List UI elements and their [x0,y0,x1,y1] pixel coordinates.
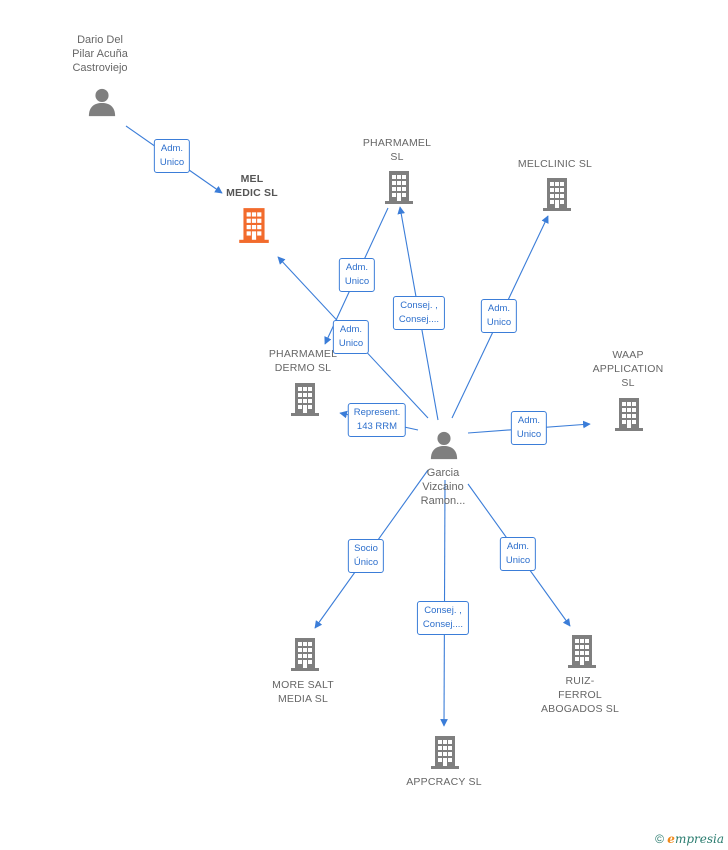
building-icon-pharmamel-dermo[interactable] [291,383,319,416]
edge-label-pharmamel-dermo[interactable]: Adm. Unico [338,258,376,292]
edge-label-line: Unico [344,276,370,287]
edge-label-garcia-dermo[interactable]: Represent. 143 RRM [347,403,407,437]
edge-label-line: Adm. [506,541,530,552]
node-label-waap[interactable]: WAAP APPLICATION SL [593,348,664,390]
node-label-ruiz[interactable]: RUIZ- FERROL ABOGADOS SL [541,674,619,716]
label-line: PHARMAMEL [268,348,338,360]
person-icon-garcia[interactable] [430,431,458,460]
label-line: Vizcaino [422,481,464,493]
node-label-mel-medic[interactable]: MEL MEDIC SL [226,172,278,200]
building-icon-ruiz[interactable] [568,635,596,668]
edge-label-dario-mel-medic[interactable]: Adm. Unico [153,139,191,173]
label-line: SL [390,151,404,163]
building-icon-more-salt[interactable] [291,638,319,671]
node-label-garcia[interactable]: Garcia Vizcaino Ramon... [421,466,466,508]
label-line: Dario Del [77,34,123,46]
label-line: Ramon... [420,495,466,507]
node-label-pharmamel-dermo[interactable]: PHARMAMEL DERMO SL [269,347,337,375]
brand-logo-initial: e [667,832,675,846]
edge-label-line: Socio [354,543,378,554]
edge-label-line: Adm. [487,303,511,314]
building-icon-mel-medic[interactable] [239,208,269,243]
edge-label-line: Consej. , [424,605,462,616]
edge-label-line: Represent. [353,407,401,418]
label-line: ABOGADOS SL [540,703,620,715]
edge-label-line: 143 RRM [356,421,398,432]
brand-logo: empresia [667,832,724,846]
edge-label-garcia-waap[interactable]: Adm. Unico [510,411,548,445]
label-line: MELCLINIC SL [517,158,593,170]
edge-label-garcia-mel-medic[interactable]: Adm. Unico [332,320,370,354]
edge-label-line: Adm. [160,143,184,154]
edge-label-line: Único [353,557,379,568]
edge-label-line: Consej.... [422,619,464,630]
edge-label-line: Consej. , [400,300,438,311]
label-line: FERROL [558,689,602,701]
edge-label-line: Unico [486,317,512,328]
brand-logo-rest: mpresia [674,832,724,846]
label-line: APPCRACY SL [406,776,482,788]
label-line: SL [621,377,635,389]
node-label-melclinic[interactable]: MELCLINIC SL [518,157,592,171]
edge-label-line: Adm. [339,324,363,335]
node-label-pharmamel[interactable]: PHARMAMEL SL [363,136,431,164]
edge-label-garcia-more-salt[interactable]: Socio Único [347,539,385,573]
edge-label-line: Consej.... [398,314,440,325]
edge-label-line: Unico [338,338,364,349]
label-line: MEL [240,173,264,185]
label-line: Garcia [426,467,460,479]
edge-label-line: Unico [505,555,531,566]
label-line: PHARMAMEL [362,137,432,149]
node-label-dario[interactable]: Dario Del Pilar Acuña Castroviejo [72,33,128,75]
label-line: Castroviejo [72,62,128,74]
label-line: DERMO SL [274,362,332,374]
label-line: MEDIC SL [226,187,278,199]
node-label-appcracy[interactable]: APPCRACY SL [406,775,482,789]
node-label-more-salt[interactable]: MORE SALT MEDIA SL [272,678,334,706]
label-line: Pilar Acuña [72,48,128,60]
building-icon-melclinic[interactable] [543,178,571,211]
label-line: MEDIA SL [277,693,329,705]
building-icon-pharmamel[interactable] [385,171,413,204]
label-line: APPLICATION [592,363,664,375]
building-icon-appcracy[interactable] [431,736,459,769]
building-icon-waap[interactable] [615,398,643,431]
edge-label-line: Adm. [517,415,541,426]
edge-label-line: Unico [159,157,185,168]
label-line: WAAP [612,349,644,361]
edge-label-garcia-ruiz[interactable]: Adm. Unico [499,537,537,571]
edge-label-garcia-pharmamel[interactable]: Consej. , Consej.... [392,296,446,330]
person-icon-dario[interactable] [88,88,116,117]
edge-label-garcia-melclinic[interactable]: Adm. Unico [480,299,518,333]
edge-label-line: Unico [516,429,542,440]
footer-brand: © empresia [655,832,724,846]
copyright-icon: © [655,832,664,846]
edge-label-line: Adm. [345,262,369,273]
label-line: MORE SALT [272,679,334,691]
label-line: RUIZ- [565,675,595,687]
edge-label-garcia-appcracy[interactable]: Consej. , Consej.... [416,601,470,635]
